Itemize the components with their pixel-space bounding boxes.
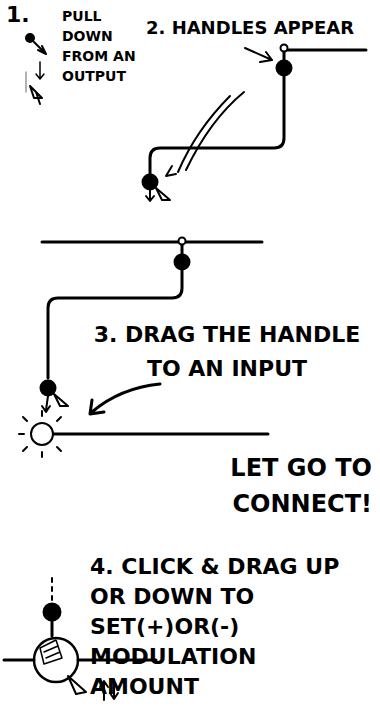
patch-wire — [143, 45, 366, 202]
callout-number: 1. — [6, 2, 46, 28]
step-note: 2. HANDLES APPEAR — [146, 16, 378, 40]
step-note: 3. DRAG THE HANDLE TO AN INPUT — [78, 318, 376, 386]
patch-wire — [19, 238, 268, 458]
step-note: PULL DOWN FROM AN OUTPUT — [62, 6, 142, 86]
step-note: LET GO TO CONNECT! — [140, 450, 372, 522]
cursor-icon — [26, 34, 46, 104]
step-note: 4. CLICK & DRAG UP OR DOWN TO SET(+)OR(-… — [90, 552, 358, 702]
